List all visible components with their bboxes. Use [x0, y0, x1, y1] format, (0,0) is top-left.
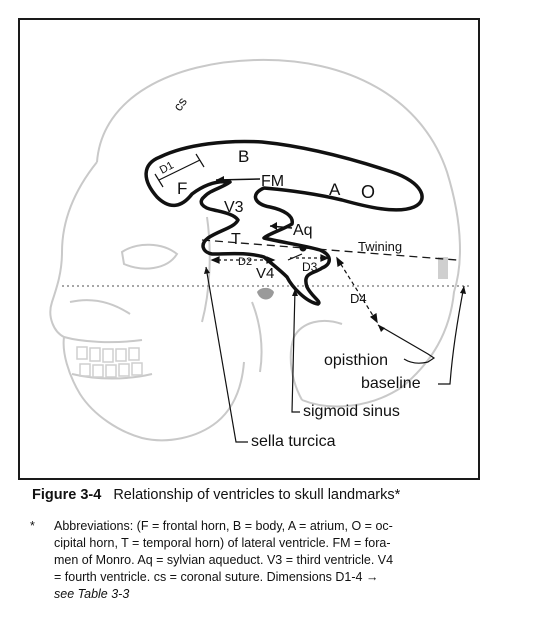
skull-outline [49, 58, 461, 442]
footnote-line: cipital horn, T = temporal horn) of late… [54, 536, 391, 550]
figure-frame: cs D1 B F FM A O V3 Aq T Twining D2 V4 D… [18, 18, 480, 480]
label-d2: D2 [238, 256, 252, 268]
sella-turcica-shape [257, 287, 274, 300]
footnote-line: men of Monro. Aq = sylvian aqueduct. V3 … [54, 553, 394, 567]
figure-title: Relationship of ventricles to skull land… [113, 487, 401, 503]
label-frontal-horn: F [177, 179, 187, 198]
footnote-line: see Table 3-3 [54, 586, 514, 603]
teeth-sketch [76, 346, 143, 378]
d3-dimension [287, 253, 330, 262]
label-temporal-horn: T [231, 231, 241, 248]
figure-number: Figure 3-4 [32, 487, 102, 503]
label-twining: Twining [358, 239, 402, 254]
footnote-line: = fourth ventricle. cs = coronal suture.… [54, 570, 379, 584]
label-occipital-horn: O [361, 182, 375, 202]
label-baseline: baseline [361, 375, 421, 392]
footnote-see-table: see Table 3-3 [54, 587, 130, 601]
label-opisthion: opisthion [324, 352, 388, 369]
ventricle-outline [144, 139, 424, 306]
footnote-line: Abbreviations: (F = frontal horn, B = bo… [54, 519, 393, 533]
label-atrium: A [329, 180, 341, 199]
label-coronal-suture: cs [170, 94, 190, 114]
label-fourth-ventricle: V4 [256, 265, 274, 282]
aqueduct-arrow [269, 222, 293, 230]
d2-dimension [210, 256, 276, 264]
d4-dimension [336, 256, 378, 324]
label-sella-turcica: sella turcica [251, 433, 336, 450]
label-d4: D4 [350, 291, 367, 306]
reference-dot [299, 244, 307, 252]
footnote-marker: * [30, 519, 35, 533]
footnote-text: Abbreviations: (F = frontal horn, B = bo… [54, 518, 514, 603]
label-third-ventricle: V3 [224, 199, 244, 216]
occipital-marking [438, 257, 448, 279]
label-d1: D1 [158, 159, 176, 176]
label-body: B [238, 147, 249, 166]
callout-arrowheads [204, 267, 466, 332]
callout-lines [205, 266, 465, 443]
label-foramen-of-monro: FM [261, 173, 284, 190]
foramen-of-monro-arrow [215, 176, 261, 184]
figure-caption: Figure 3-4 Relationship of ventricles to… [32, 487, 400, 503]
d1-dimension [154, 153, 205, 188]
label-aqueduct: Aq [293, 222, 313, 239]
label-sigmoid-sinus: sigmoid sinus [303, 403, 400, 420]
twining-line [201, 239, 458, 261]
label-d3: D3 [302, 260, 318, 274]
ventricle-skull-diagram: cs D1 B F FM A O V3 Aq T Twining D2 V4 D… [49, 58, 472, 450]
